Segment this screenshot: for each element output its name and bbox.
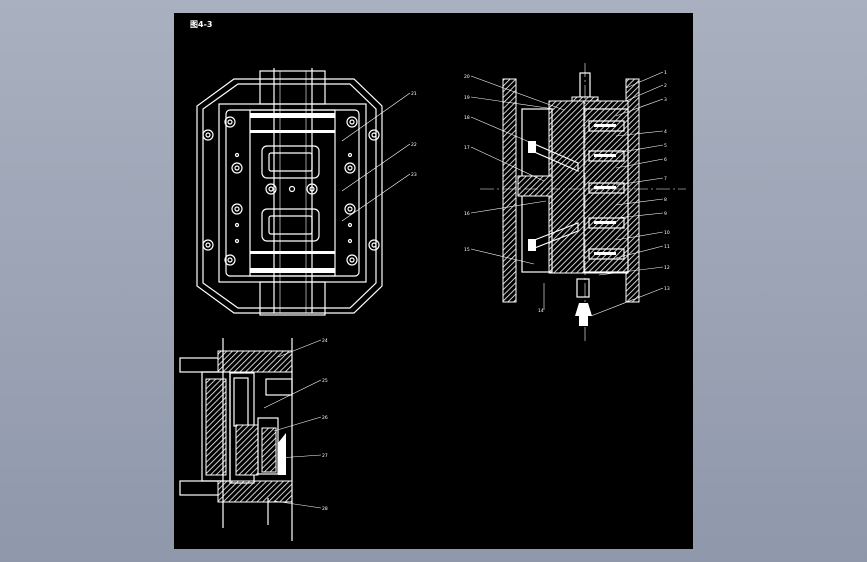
part-label: 20 [464, 74, 470, 80]
part-label: 3 [664, 97, 667, 103]
part-label: 24 [322, 338, 328, 344]
part-label: 4 [664, 129, 667, 135]
figure-number: 图4-3 [190, 20, 212, 29]
part-label: 9 [664, 211, 667, 217]
part-label: 16 [464, 211, 470, 217]
part-label: 5 [664, 143, 667, 149]
section-view-main: 20 19 18 17 16 15 14 1 2 3 4 5 6 7 8 9 1… [464, 63, 686, 343]
part-label: 2 [664, 83, 667, 89]
cad-drawing-viewport[interactable]: 图4-3 [174, 13, 693, 549]
part-label: 18 [464, 115, 470, 121]
part-label: 13 [664, 286, 670, 292]
part-label: 21 [411, 91, 417, 97]
part-label: 27 [322, 453, 328, 459]
part-label: 1 [664, 70, 667, 76]
mold-assembly-drawing: 图4-3 [179, 20, 686, 541]
part-label: 12 [664, 265, 670, 271]
part-label: 22 [411, 142, 417, 148]
top-view: 21 22 23 [196, 68, 417, 316]
part-label: 11 [664, 244, 670, 250]
section-view-detail: 24 25 26 27 28 [179, 338, 328, 541]
part-label: 8 [664, 197, 667, 203]
part-label: 23 [411, 172, 417, 178]
part-label: 26 [322, 415, 328, 421]
part-label: 19 [464, 95, 470, 101]
part-label: 25 [322, 378, 328, 384]
part-label: 6 [664, 157, 667, 163]
part-label: 17 [464, 145, 470, 151]
part-label: 15 [464, 247, 470, 253]
part-label: 14 [538, 308, 544, 314]
part-label: 10 [664, 230, 670, 236]
part-label: 7 [664, 176, 667, 182]
part-label: 28 [322, 506, 328, 512]
